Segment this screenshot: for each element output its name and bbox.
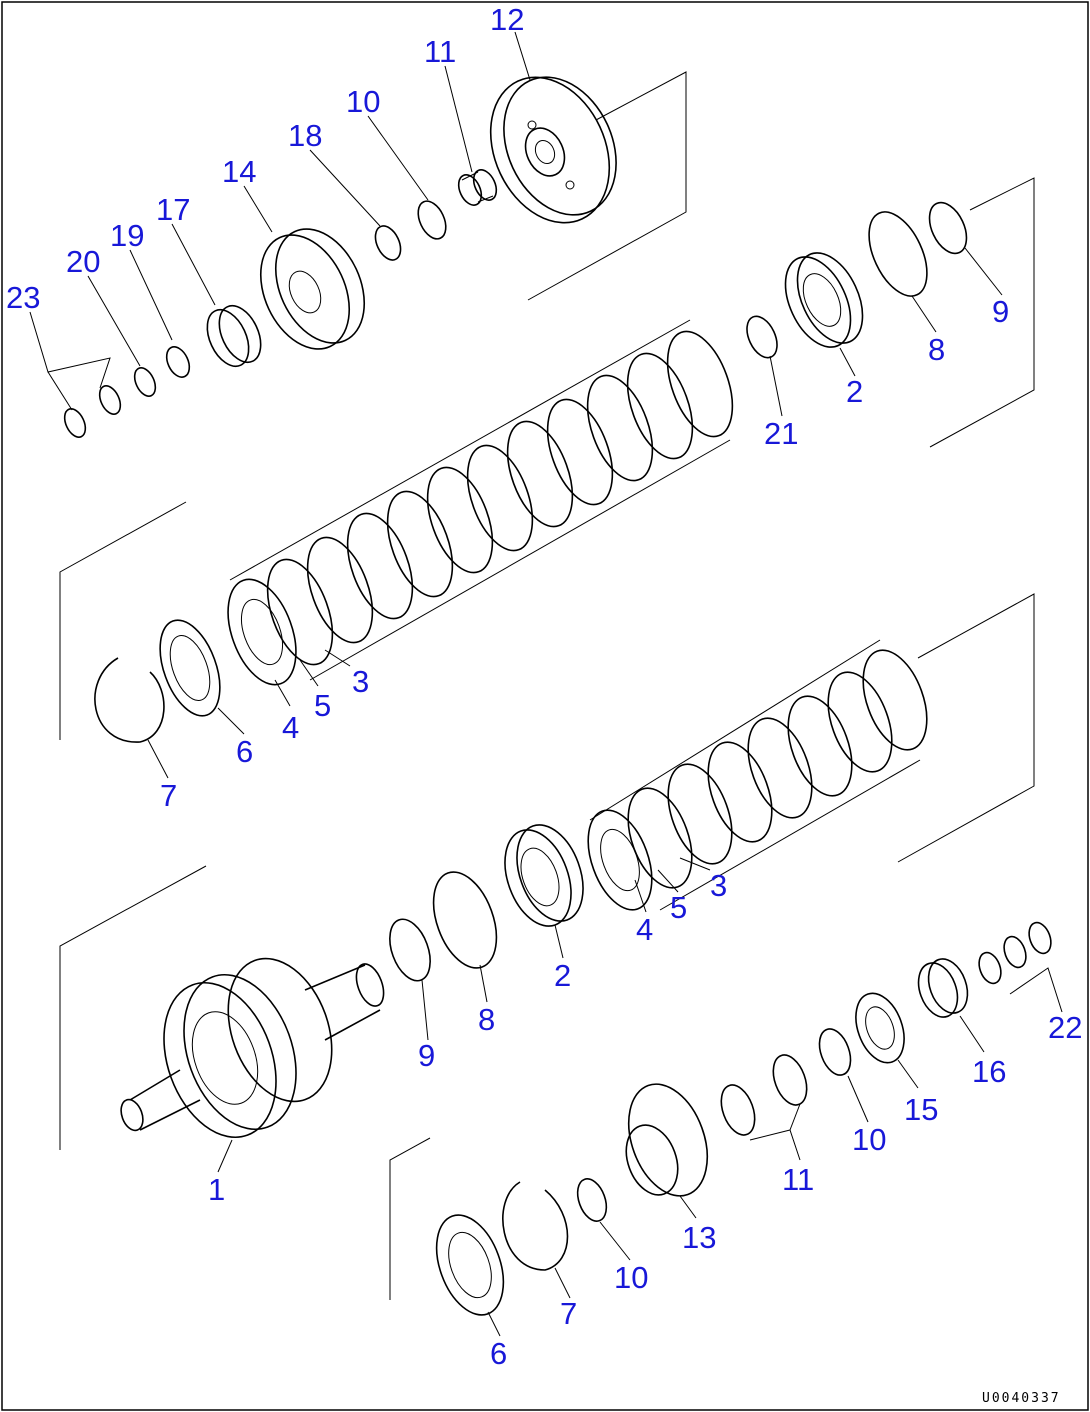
- hub-part-17: [206, 304, 262, 368]
- callout-6-upper: 6: [236, 734, 253, 769]
- snap-ring-part-7-upper: [94, 657, 165, 743]
- callout-10: 10: [346, 84, 380, 119]
- callout-9-lower: 9: [418, 1038, 435, 1073]
- callout-10-right: 10: [852, 1122, 886, 1157]
- ring-part-9-lower: [389, 918, 431, 982]
- callout-4-lower: 4: [636, 912, 653, 947]
- callout-23: 23: [6, 280, 40, 315]
- callout-9-top: 9: [992, 294, 1009, 329]
- ring-part-10-lower: [576, 1178, 608, 1222]
- callout-14: 14: [222, 154, 256, 189]
- hub-part-16: [917, 958, 969, 1018]
- bearing-part-11-lower-b: [772, 1054, 808, 1106]
- clutch-pack-lower: [587, 639, 928, 911]
- bracket-middle-right: [897, 593, 1035, 863]
- gear-part-15: [855, 992, 905, 1064]
- ring-part-22c: [1028, 921, 1052, 955]
- bracket-top-far-right: [929, 177, 1035, 448]
- gear-part-14: [259, 228, 366, 350]
- plate-part-6-upper: [159, 619, 221, 717]
- callout-12: 12: [490, 2, 524, 37]
- callout-21: 21: [764, 416, 798, 451]
- callout-11-lower: 11: [782, 1162, 814, 1197]
- clutch-pack-upper: [227, 319, 734, 686]
- callout-7-lower: 7: [560, 1296, 577, 1331]
- callout-10-lower: 10: [614, 1260, 648, 1295]
- bearing-part-11-top: [457, 169, 498, 206]
- callout-16: 16: [972, 1054, 1006, 1089]
- shaft-part-1: [120, 957, 385, 1139]
- ring-part-8-top: [868, 211, 928, 297]
- callout-5-upper: 5: [314, 688, 331, 723]
- ring-part-10-top: [417, 200, 447, 240]
- bearing-part-11-lower-a: [720, 1084, 756, 1136]
- callout-7-upper: 7: [160, 778, 177, 813]
- ring-part-10-right: [818, 1028, 852, 1076]
- callout-13: 13: [682, 1220, 716, 1255]
- callout-3-upper: 3: [352, 664, 369, 699]
- callout-15: 15: [904, 1092, 938, 1127]
- snap-ring-part-7-lower: [502, 1181, 569, 1271]
- callout-labels: 12 11 10 18 14 17 19 20 23 9 8 2 21 3 5 …: [6, 2, 1082, 1371]
- callout-20: 20: [66, 244, 100, 279]
- callout-22: 22: [1048, 1010, 1082, 1045]
- drawing-code: U0040337: [982, 1391, 1061, 1406]
- bearing-part-2-lower: [504, 824, 584, 927]
- callout-11: 11: [424, 34, 456, 69]
- bracket-bottom-middle: [389, 1137, 431, 1300]
- ring-part-21: [746, 315, 778, 359]
- bracket-top-right: [527, 71, 687, 301]
- bracket-middle-left: [59, 501, 187, 740]
- bearing-part-2-top: [784, 252, 864, 348]
- callout-3-lower: 3: [710, 868, 727, 903]
- ring-part-22a: [978, 951, 1002, 985]
- plate-part-6-lower: [435, 1214, 505, 1316]
- gear-part-12: [489, 76, 617, 224]
- callout-18: 18: [288, 118, 322, 153]
- gear-part-13: [625, 1083, 709, 1197]
- leader-lines: [29, 31, 1063, 1337]
- callout-19: 19: [110, 218, 144, 253]
- callout-2-lower: 2: [554, 958, 571, 993]
- bracket-bottom-left: [59, 865, 207, 1150]
- callout-5-lower: 5: [670, 890, 687, 925]
- callout-8-top: 8: [928, 332, 945, 367]
- ring-part-9-top: [928, 201, 968, 255]
- ring-part-19: [165, 346, 191, 378]
- ring-part-22b: [1003, 935, 1027, 969]
- ring-part-23b: [63, 408, 87, 438]
- ring-part-23a: [98, 385, 122, 415]
- ring-part-8-lower: [432, 871, 498, 969]
- callout-2-top: 2: [846, 374, 863, 409]
- callout-1: 1: [208, 1172, 225, 1207]
- callout-6-lower: 6: [490, 1336, 507, 1371]
- ring-part-20: [133, 367, 157, 397]
- callout-17: 17: [156, 192, 190, 227]
- callout-8-lower: 8: [478, 1002, 495, 1037]
- callout-4-upper: 4: [282, 710, 299, 745]
- ring-part-18: [374, 225, 402, 261]
